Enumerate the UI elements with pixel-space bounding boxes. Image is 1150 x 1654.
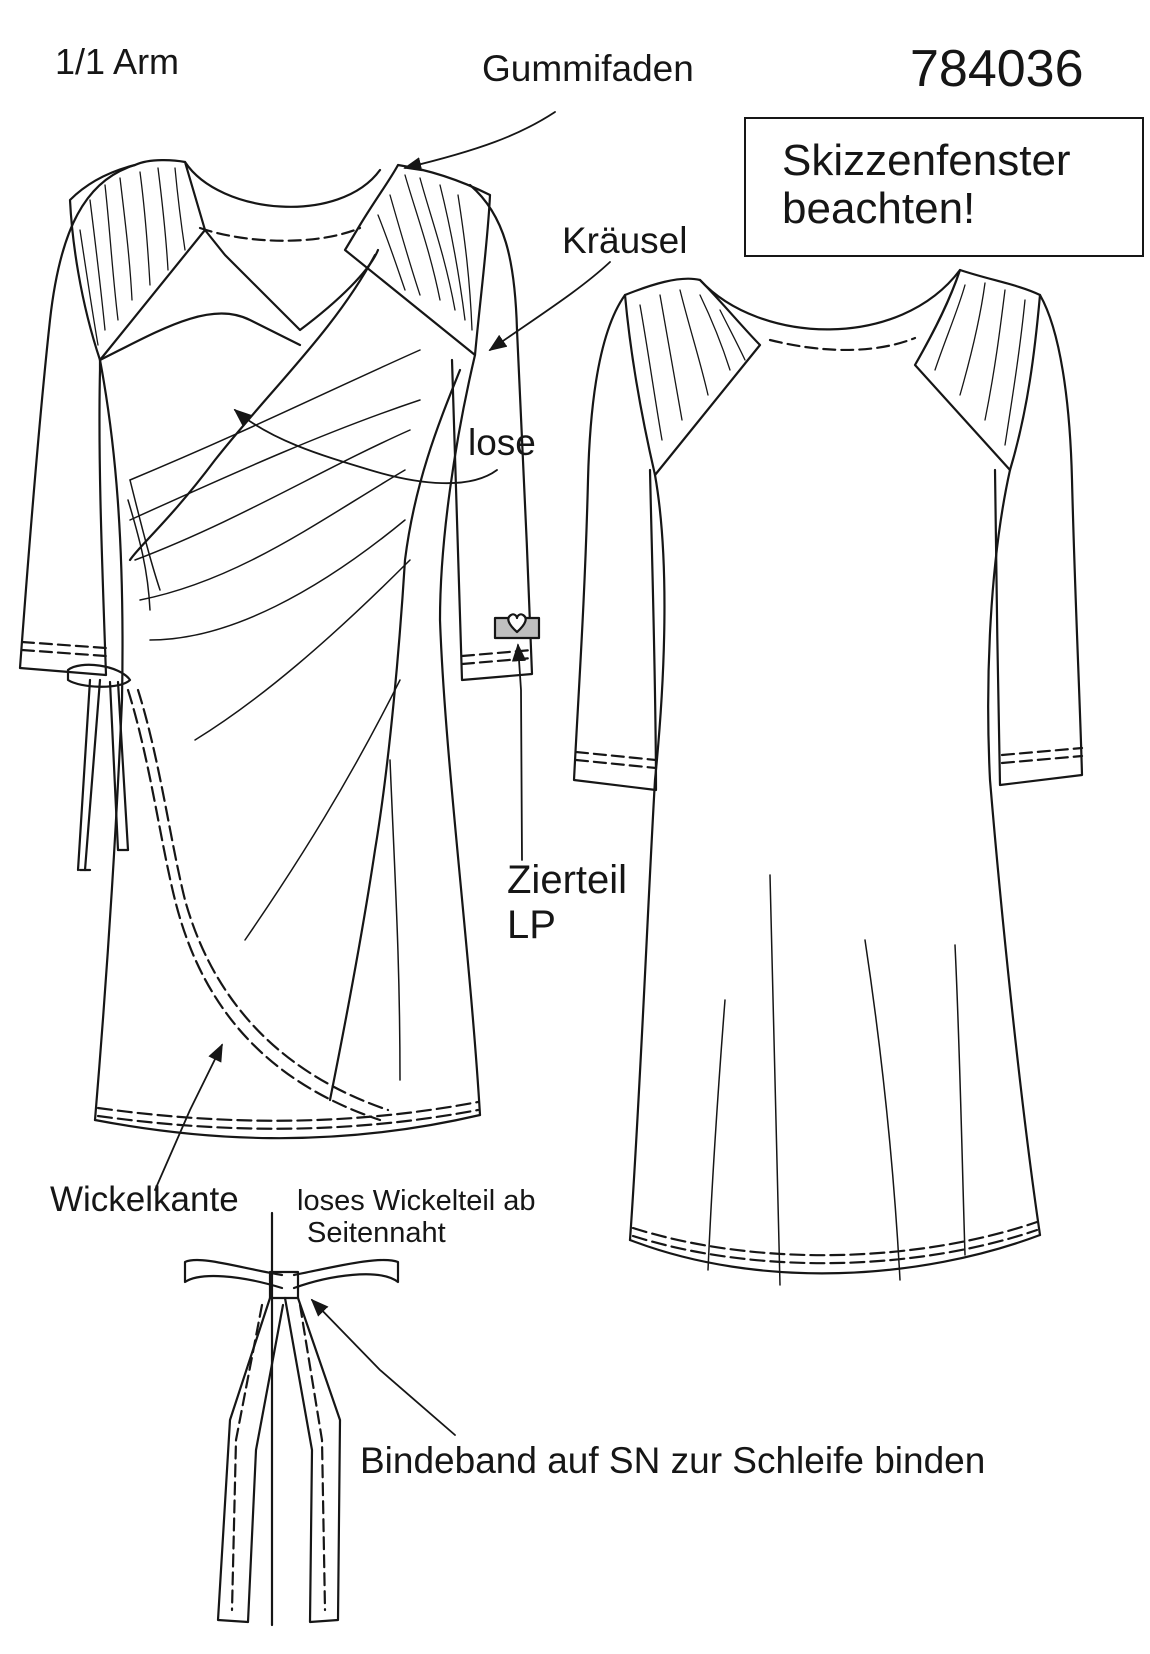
gummifaden-label: Gummifaden	[482, 48, 694, 89]
article-number: 784036	[910, 40, 1084, 98]
zierteil-line-2: LP	[507, 902, 556, 947]
back-left-sleeve	[572, 293, 658, 792]
loose-wrap-label: loses Wickelteil ab Seitennaht	[297, 1185, 536, 1250]
wrap-edge	[126, 688, 382, 1122]
wickelkante-label: Wickelkante	[50, 1180, 239, 1219]
front-right-yoke	[343, 163, 492, 357]
front-right-cuff	[460, 648, 534, 658]
front-right-sleeve	[450, 183, 534, 682]
loose-wrap-line-2: Seitennaht	[307, 1217, 446, 1250]
sketch-window-line-2: beachten!	[782, 184, 976, 234]
lose-label: lose	[468, 422, 536, 463]
bindeband-arrow	[310, 1298, 456, 1436]
front-left-yoke	[68, 159, 207, 362]
leader-lines	[154, 111, 611, 1436]
front-left-sleeve	[18, 163, 137, 677]
gummifaden-arrow	[403, 111, 556, 172]
back-neckline	[698, 268, 962, 331]
back-left-yoke	[623, 277, 762, 477]
tie-right-tail	[283, 1296, 342, 1624]
front-hem	[93, 1113, 482, 1140]
kraeusel-arrow	[488, 261, 611, 352]
loose-wrap-line-1: loses Wickelteil ab	[297, 1185, 536, 1217]
sketch-window-line-1: Skizzenfenster	[782, 136, 1071, 185]
tie-bow-right-loop	[292, 1258, 400, 1290]
front-neckline	[183, 160, 382, 208]
tie-detail	[183, 1211, 400, 1627]
back-right-yoke	[913, 268, 1042, 472]
sketch-window-note: Skizzenfenster beachten!	[744, 117, 1144, 257]
bindeband-label: Bindeband auf SN zur Schleife binden	[360, 1440, 986, 1481]
tie-bow-left-loop	[183, 1258, 284, 1290]
back-body-outline	[628, 473, 666, 1242]
zierteil-label: Zierteil LP	[507, 858, 627, 948]
side-tie	[66, 663, 132, 872]
zierteil-line-1: Zierteil	[507, 858, 628, 902]
back-hem	[628, 1233, 1042, 1275]
sleeve-length-label: 1/1 Arm	[55, 41, 180, 82]
zierteil-arrow	[511, 643, 527, 861]
back-right-sleeve	[993, 293, 1084, 787]
lose-arrow	[233, 408, 498, 485]
back-view	[572, 268, 1084, 1286]
kraeusel-label: Kräusel	[562, 220, 688, 261]
heart-ornament-icon	[507, 613, 527, 634]
tie-left-tail	[216, 1296, 285, 1624]
front-view	[18, 159, 541, 1140]
front-left-cuff	[20, 640, 108, 650]
wickelkante-arrow	[154, 1043, 223, 1191]
front-body-outline	[93, 358, 124, 1122]
